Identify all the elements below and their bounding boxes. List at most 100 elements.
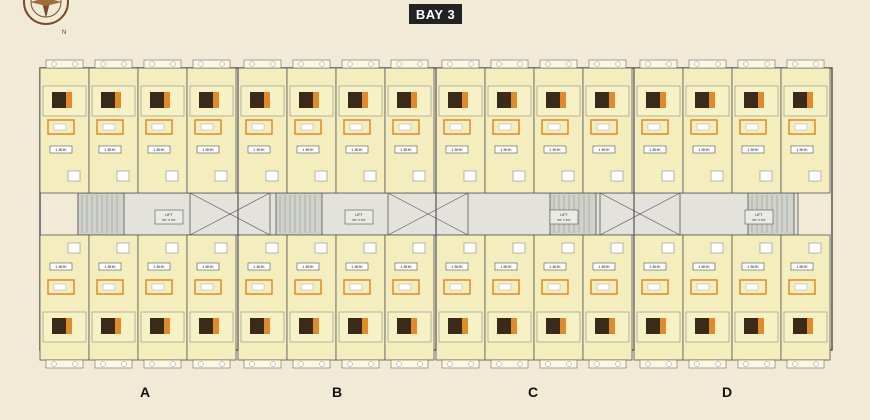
planter — [51, 361, 57, 367]
deck — [737, 59, 776, 69]
unit-tag — [49, 145, 73, 154]
bed — [101, 92, 115, 108]
planter — [792, 61, 798, 67]
bed-linen — [660, 92, 666, 108]
lift — [744, 209, 774, 225]
planter — [219, 61, 225, 67]
bed — [250, 318, 264, 334]
planter — [72, 361, 78, 367]
unit-tag — [543, 145, 567, 154]
sofa — [739, 279, 767, 295]
coffee-table — [745, 123, 759, 131]
unit-tag — [592, 262, 616, 271]
bed-linen — [609, 92, 615, 108]
coffee-table — [696, 283, 710, 291]
planter — [149, 361, 155, 367]
bedroom — [240, 85, 285, 117]
coffee-table — [53, 283, 67, 291]
dining-table — [759, 170, 773, 182]
sofa — [492, 279, 520, 295]
bed — [646, 92, 660, 108]
bed — [199, 318, 213, 334]
dining-table — [265, 242, 279, 254]
dining-table — [512, 242, 526, 254]
coffee-table — [349, 123, 363, 131]
deck — [390, 359, 429, 369]
compass-rose: N — [0, 0, 100, 40]
dining-table — [710, 170, 724, 182]
unit-tag-label: 1 BHK — [253, 147, 265, 152]
planter — [715, 361, 721, 367]
unit-tag-label: 1 BHK — [451, 147, 463, 152]
bed — [448, 318, 462, 334]
bed — [546, 318, 560, 334]
deck — [192, 359, 231, 369]
bed-linen — [560, 92, 566, 108]
planter — [72, 61, 78, 67]
unit-tag — [643, 145, 667, 154]
deck — [292, 59, 331, 69]
bed-linen — [462, 92, 468, 108]
coffee-table — [498, 283, 512, 291]
dining-table — [512, 170, 526, 182]
sofa — [145, 279, 173, 295]
planter — [170, 61, 176, 67]
bed-linen — [362, 92, 368, 108]
unit-tag — [494, 145, 518, 154]
bed-linen — [758, 318, 764, 334]
planter — [100, 61, 106, 67]
planter — [813, 361, 819, 367]
dining-table — [314, 242, 328, 254]
bed — [150, 92, 164, 108]
coffee-table — [745, 283, 759, 291]
sofa — [96, 279, 124, 295]
planter — [645, 361, 651, 367]
planter — [121, 61, 127, 67]
coffee-table — [251, 123, 265, 131]
planter — [813, 61, 819, 67]
sofa — [541, 279, 569, 295]
lift-size-label: 6'0" X 6'0" — [557, 218, 571, 222]
deck — [94, 359, 133, 369]
sofa — [641, 119, 669, 135]
planter — [594, 361, 600, 367]
bed — [299, 318, 313, 334]
bed-linen — [709, 318, 715, 334]
coffee-table — [102, 123, 116, 131]
bed-linen — [560, 318, 566, 334]
coffee-table — [547, 283, 561, 291]
coffee-table — [696, 123, 710, 131]
coffee-table — [349, 283, 363, 291]
lift — [154, 209, 184, 225]
sofa — [145, 119, 173, 135]
dining-table — [265, 170, 279, 182]
sofa — [788, 279, 816, 295]
coffee-table — [200, 123, 214, 131]
deck — [143, 59, 182, 69]
planter — [566, 61, 572, 67]
deck — [539, 359, 578, 369]
bed-linen — [264, 318, 270, 334]
coffee-table — [547, 123, 561, 131]
sofa — [194, 279, 222, 295]
unit-tag — [692, 262, 716, 271]
bed-linen — [164, 92, 170, 108]
dining-table — [412, 170, 426, 182]
coffee-table — [102, 283, 116, 291]
dining-table — [363, 242, 377, 254]
staircase — [77, 192, 125, 236]
planter — [368, 361, 374, 367]
dining-table — [610, 242, 624, 254]
unit-tag — [592, 145, 616, 154]
bed-linen — [213, 92, 219, 108]
unit-tag-label: 1 BHK — [104, 147, 116, 152]
bed — [595, 318, 609, 334]
lift-size-label: 6'0" X 6'0" — [352, 218, 366, 222]
planter — [615, 361, 621, 367]
coffee-table — [53, 123, 67, 131]
sofa — [343, 279, 371, 295]
lift-label: LIFT — [755, 213, 763, 217]
unit-tag — [394, 145, 418, 154]
unit-tag — [49, 262, 73, 271]
